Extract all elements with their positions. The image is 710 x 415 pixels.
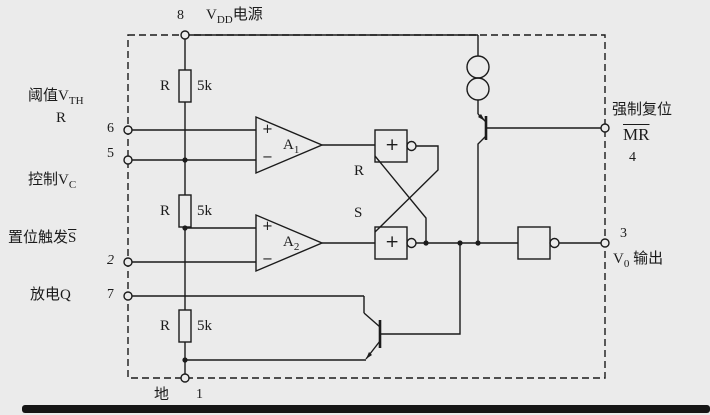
trigger-text: 置位触发 xyxy=(8,230,69,246)
r2-value: 5k xyxy=(197,203,212,219)
a1-symbol: A xyxy=(283,137,294,153)
a2-symbol: A xyxy=(283,234,294,250)
discharge-label: 放电Q xyxy=(30,287,71,303)
resistor-r2 xyxy=(178,194,192,228)
reset-transistor-collector-wire xyxy=(477,135,487,243)
ic-boundary xyxy=(127,34,606,379)
a2-label: A2 xyxy=(283,234,299,253)
resistor-r1 xyxy=(178,69,192,103)
a1-subscript: 1 xyxy=(293,144,300,156)
output-symbol: V xyxy=(613,251,624,267)
pin-5-number: 5 xyxy=(107,146,114,161)
junctions-and-arrows xyxy=(182,114,485,363)
ff-r-label: R xyxy=(354,163,365,179)
top-gate-symbol: + xyxy=(385,135,400,155)
comparator-a1-body xyxy=(255,115,324,175)
ff-s-label: S xyxy=(354,205,363,221)
pin-1-number: 1 xyxy=(196,387,203,402)
emitter-arrow-icon xyxy=(366,352,372,359)
threshold-symbol: 阈值V xyxy=(28,88,69,104)
control-subscript: C xyxy=(68,179,77,191)
cross-couple-top-wire xyxy=(374,145,439,233)
r1-name: R xyxy=(160,78,171,94)
junction-dot xyxy=(182,225,188,231)
a2-plus-symbol: + xyxy=(262,219,273,234)
pin-5-terminal xyxy=(123,155,133,165)
cross-couple-bottom-wire xyxy=(374,155,427,243)
control-label: 控制VC xyxy=(28,172,76,191)
pin-2-number: 2 xyxy=(107,253,114,268)
reset-label: 强制复位 xyxy=(612,102,673,118)
trigger-label: 置位触发S xyxy=(8,230,76,247)
trigger-overline-symbol: S xyxy=(68,230,77,246)
pin-8-terminal xyxy=(180,30,190,40)
mr-label: MR xyxy=(623,125,650,145)
scan-artifact xyxy=(22,405,710,413)
pin-8-number: 8 xyxy=(177,8,184,23)
r3-name: R xyxy=(160,318,171,334)
output-label: V0 输出 xyxy=(613,251,663,270)
junction-dot xyxy=(475,240,481,246)
pin-7-terminal xyxy=(123,291,133,301)
junction-dot xyxy=(423,240,429,246)
pin-terminals xyxy=(123,30,610,383)
r3-value: 5k xyxy=(197,318,212,334)
emitter-arrow-icon xyxy=(478,114,485,121)
output-buffer xyxy=(517,226,551,260)
discharge-wire xyxy=(132,295,365,313)
buffer-bubble-icon xyxy=(549,237,560,249)
pin-4-number: 4 xyxy=(629,150,636,165)
comparator-a2-body xyxy=(255,213,324,273)
a2-subscript: 2 xyxy=(293,241,300,253)
vdd-subscript: DD xyxy=(216,14,233,26)
resistor-r3 xyxy=(178,309,192,343)
control-symbol: 控制V xyxy=(28,172,69,188)
bottom-gate-symbol: + xyxy=(385,232,400,252)
current-source-icon xyxy=(466,55,490,79)
current-source-icon xyxy=(466,77,490,101)
discharge-base-wire xyxy=(380,243,461,335)
junction-dot xyxy=(457,240,463,246)
discharge-collector xyxy=(363,312,381,328)
threshold-label-line2: R xyxy=(56,110,67,126)
pin-3-number: 3 xyxy=(620,226,627,241)
pin-3-terminal xyxy=(600,238,610,248)
threshold-label: 阈值VTH xyxy=(28,88,84,107)
vdd-symbol: V xyxy=(206,7,217,23)
a2-minus-symbol: − xyxy=(262,252,273,267)
output-text: 输出 xyxy=(629,251,664,267)
junction-dot xyxy=(182,157,188,163)
pin-7-number: 7 xyxy=(107,287,114,302)
pin-6-terminal xyxy=(123,125,133,135)
r2-name: R xyxy=(160,203,171,219)
pin-4-terminal xyxy=(600,123,610,133)
a1-minus-symbol: − xyxy=(262,150,273,165)
junction-dot xyxy=(182,357,188,363)
r1-value: 5k xyxy=(197,78,212,94)
pin-6-number: 6 xyxy=(107,121,114,136)
output-subscript: 0 xyxy=(623,258,630,270)
bottom-gate-bubble-icon xyxy=(406,237,417,249)
threshold-subscript: TH xyxy=(68,95,84,107)
top-gate-bubble-icon xyxy=(406,140,417,152)
pin-1-terminal xyxy=(180,373,190,383)
vdd-text: 电源 xyxy=(232,7,263,23)
mr-overline-symbol: MR xyxy=(623,125,650,144)
a1-plus-symbol: + xyxy=(262,122,273,137)
ground-label: 地 xyxy=(154,387,170,403)
a1-label: A1 xyxy=(283,137,299,156)
pin-2-terminal xyxy=(123,257,133,267)
vdd-label: VDD电源 xyxy=(206,7,263,26)
